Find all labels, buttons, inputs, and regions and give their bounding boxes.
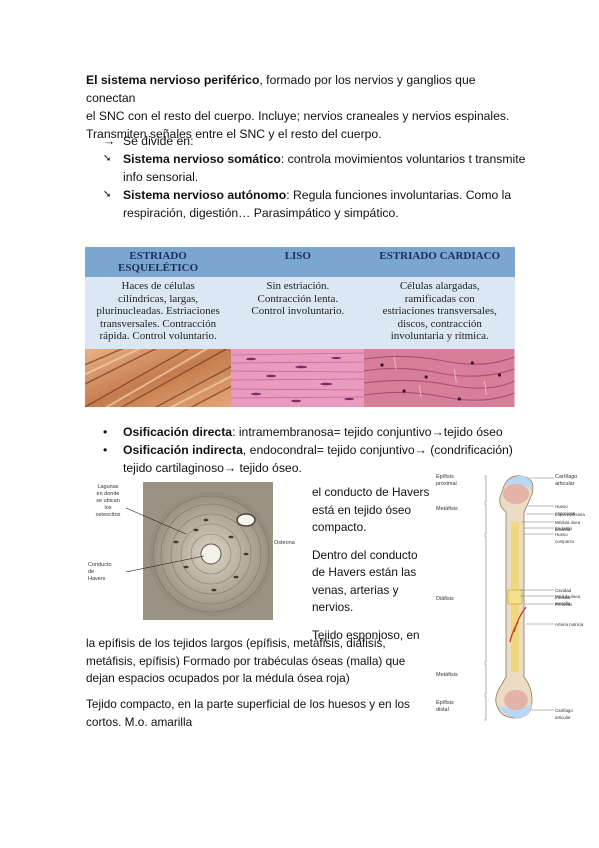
- label-cartilago-articular-bottom: Cartílago articular: [555, 708, 573, 720]
- label-linea-epifisaria: Línea epifisaria: [555, 512, 585, 517]
- intro-line3: Transmiten señales entre el SNC y el res…: [86, 127, 382, 141]
- label-epifisis-proximal: Epífisis proximal: [436, 474, 457, 487]
- label-arteria-nutricia: Arteria nutricia: [555, 622, 584, 627]
- arrow-down-right-icon: ➘: [103, 189, 112, 200]
- label-lagunas: Lagunas en donde se ubican los osteocito…: [95, 484, 121, 518]
- havers-p1: el conducto de Havers está en tejido óse…: [312, 485, 430, 534]
- intro-paragraph: El sistema nervioso periférico, formado …: [86, 71, 526, 143]
- bullet-icon: •: [103, 443, 108, 457]
- somatico-line2: info sensorial.: [123, 170, 199, 184]
- esponjoso-line1: la epífisis de los tejidos largos (epífi…: [86, 636, 386, 650]
- label-periostio: Periostio: [555, 602, 573, 607]
- esponjoso-line3: dejan espacios ocupados por la médula ós…: [86, 671, 350, 685]
- label-cartilago-articular-top: Cartílago articular: [555, 474, 578, 487]
- somatico-text: : controla movimientos voluntarios t tra…: [280, 152, 526, 166]
- list-item-divide: → Se divide en:: [103, 132, 533, 150]
- image-skeletal-muscle: [74, 338, 246, 414]
- label-metafisis-bottom: Metáfisis: [436, 672, 458, 678]
- arrow-right-icon: →: [103, 134, 116, 148]
- bullet-icon: •: [103, 425, 108, 439]
- image-cardiac-muscle: [364, 349, 516, 412]
- label-conducto-havers: Conducto de Havers: [88, 562, 112, 582]
- label-hueso-esponjoso: Hueso esponjoso: [555, 504, 576, 516]
- label-metafisis-top: Metáfisis: [436, 506, 458, 512]
- list-item-osificacion-indirecta: • Osificación indirecta, endocondral= te…: [103, 441, 533, 477]
- label-medula-amarilla-top: Médula ósea amarilla: [555, 520, 581, 532]
- indirecta-bold: Osificación indirecta: [123, 443, 243, 457]
- havers-text: el conducto de Havers está en tejido óse…: [312, 484, 430, 644]
- autonomo-line2: respiración, digestión… Parasimpático y …: [123, 206, 399, 220]
- image-smooth-muscle: [231, 349, 365, 412]
- osificacion-list: • Osificación directa: intramembranosa= …: [103, 423, 533, 477]
- bone-diagram: Epífisis proximal Metáfisis Diáfisis Met…: [436, 472, 586, 724]
- divide-list: → Se divide en: ➘ Sistema nervioso somát…: [103, 132, 533, 222]
- list-item-autonomo: ➘ Sistema nervioso autónomo: Regula func…: [103, 186, 533, 222]
- havers-p3: Tejido esponjoso, en: [312, 627, 420, 642]
- header-estriado-esqueletico: ESTRIADO ESQUELÉTICO: [85, 247, 232, 277]
- osteona-figure: Lagunas en donde se ubican los osteocito…: [86, 482, 304, 620]
- list-item-osificacion-directa: • Osificación directa: intramembranosa= …: [103, 423, 533, 441]
- label-diafisis: Diáfisis: [436, 596, 454, 602]
- indirecta-text: , endocondral= tejido conjuntivo→ (condr…: [242, 443, 513, 457]
- indirecta-line2: tejido cartilaginoso→ tejido óseo.: [123, 461, 302, 475]
- autonomo-bold: Sistema nervioso autónomo: [123, 188, 287, 202]
- list-item-somatico: ➘ Sistema nervioso somático: controla mo…: [103, 150, 533, 186]
- intro-bold: El sistema nervioso periférico: [86, 73, 260, 87]
- label-epifisis-distal: Epífisis distal: [436, 700, 454, 713]
- arrow-down-right-icon: ➘: [103, 153, 112, 164]
- label-endostio: Endostio: [555, 526, 573, 531]
- desc-liso: Sin estriación. Contracción lenta. Contr…: [231, 277, 365, 349]
- somatico-bold: Sistema nervioso somático: [123, 152, 281, 166]
- compacto-paragraph: Tejido compacto, en la parte superficial…: [86, 696, 431, 731]
- compacto-line2: cortos. M.o. amarilla: [86, 714, 193, 729]
- intro-text: , formado por los nervios y ganglios que…: [86, 73, 476, 105]
- label-cavidad-medular: Cavidad medular: [555, 588, 572, 600]
- desc-estriado-esqueletico: Haces de células cilíndricas, largas, pl…: [85, 277, 232, 349]
- header-estriado-cardiaco: ESTRIADO CARDIACO: [364, 247, 515, 277]
- directa-text: : intramembranosa= tejido conjuntivo→tej…: [232, 425, 503, 439]
- label-osteona: Osteona: [274, 540, 295, 546]
- intro-line2: el SNC con el resto del cuerpo. Incluye;…: [86, 109, 510, 123]
- desc-estriado-cardiaco: Células alargadas, ramificadas con estri…: [364, 277, 515, 349]
- autonomo-text: : Regula funciones involuntarias. Como l…: [286, 188, 512, 202]
- label-hueso-compacto: Hueso compacto: [555, 532, 575, 544]
- esponjoso-line2: metáfisis, epífisis) Formado por trabécu…: [86, 653, 406, 668]
- divide-text: Se divide en:: [123, 134, 194, 148]
- esponjoso-paragraph: la epífisis de los tejidos largos (epífi…: [86, 635, 431, 688]
- compacto-line1: Tejido compacto, en la parte superficial…: [86, 697, 410, 711]
- muscle-table: ESTRIADO ESQUELÉTICO LISO ESTRIADO CARDI…: [74, 247, 516, 414]
- label-medula-amarilla: Médula ósea amarilla: [555, 594, 581, 606]
- havers-p2: Dentro del conducto de Havers están las …: [312, 547, 418, 615]
- directa-bold: Osificación directa: [123, 425, 233, 439]
- header-liso: LISO: [231, 247, 365, 277]
